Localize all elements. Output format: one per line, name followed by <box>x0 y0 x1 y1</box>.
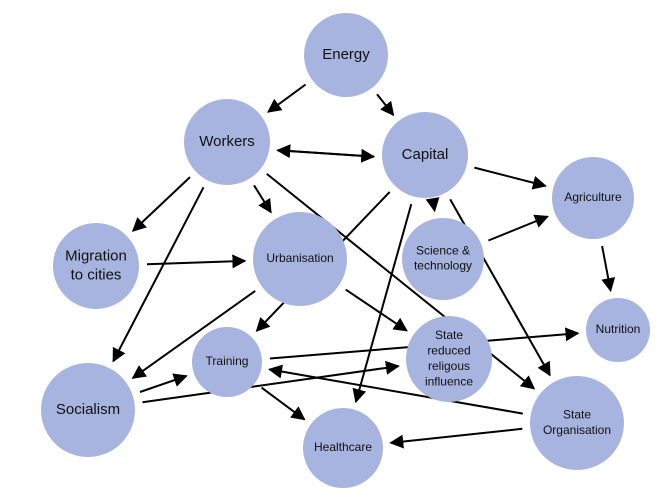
node-agriculture: Agriculture <box>552 157 634 239</box>
arrow-energy-to-capital <box>376 93 395 117</box>
node-circle <box>530 376 624 470</box>
node-label: Workers <box>199 133 255 150</box>
node-circle <box>304 13 388 97</box>
arrow-capital-to-healthcare <box>352 203 413 404</box>
node-healthcare: Healthcare <box>303 408 383 488</box>
nodes-layer: EnergyWorkersCapitalAgricultureMigration… <box>41 13 650 488</box>
arrow-workers-to-socialism <box>112 186 205 363</box>
node-label: influence <box>425 374 473 388</box>
node-urbanisation: Urbanisation <box>253 212 347 306</box>
arrow-state-org-to-healthcare <box>389 427 523 449</box>
arrow-urbanisation-to-state-religion <box>345 288 408 332</box>
arrow-agriculture-to-nutrition <box>601 245 616 293</box>
node-circle <box>586 298 650 362</box>
node-circle <box>253 212 347 306</box>
node-label: Capital <box>402 146 449 163</box>
node-energy: Energy <box>304 13 388 97</box>
node-circle <box>406 316 492 402</box>
node-circle <box>184 99 270 185</box>
node-socialism: Socialism <box>41 363 135 457</box>
arrow-state-org-to-training <box>268 364 523 415</box>
node-label: Energy <box>322 46 370 63</box>
node-science: Science &technology <box>402 218 484 300</box>
node-label: Organisation <box>543 423 611 437</box>
node-circle <box>41 363 135 457</box>
arrow-workers-to-migration <box>131 176 191 232</box>
arrow-socialism-to-state-religion <box>142 360 400 404</box>
node-label: Socialism <box>56 401 120 418</box>
node-training: Training <box>192 327 262 397</box>
arrow-urbanisation-to-socialism <box>131 290 256 379</box>
arrow-capital-to-agriculture <box>474 166 547 190</box>
node-label: Nutrition <box>596 322 641 336</box>
node-label: Migration <box>65 247 127 264</box>
arrow-energy-to-workers <box>267 83 307 113</box>
node-label: State <box>563 407 591 421</box>
node-label: State <box>435 328 463 342</box>
arrow-socialism-to-training <box>139 373 188 393</box>
node-circle <box>402 218 484 300</box>
node-circle <box>192 327 262 397</box>
node-circle <box>53 223 139 309</box>
node-workers: Workers <box>184 99 270 185</box>
node-label: reduced <box>427 343 470 357</box>
node-circle <box>303 408 383 488</box>
node-label: Healthcare <box>314 440 372 454</box>
node-circle <box>382 112 468 198</box>
arrow-science-to-agriculture <box>488 214 549 242</box>
node-nutrition: Nutrition <box>586 298 650 362</box>
node-label: Agriculture <box>564 190 622 204</box>
node-label: to cities <box>71 266 122 283</box>
node-migration: Migration to cities <box>53 223 139 309</box>
node-label: Science & <box>416 244 470 258</box>
arrow-migration-to-urbanisation <box>146 254 247 269</box>
node-label: religous <box>428 359 470 373</box>
node-label: technology <box>414 259 472 273</box>
arrow-capital-to-science <box>425 197 440 213</box>
arrow-workers-to-urbanisation <box>253 184 272 214</box>
node-label: Training <box>206 354 249 368</box>
node-circle <box>552 157 634 239</box>
node-capital: Capital <box>382 112 468 198</box>
arrow-capital-to-workers <box>276 144 374 159</box>
node-label: Urbanisation <box>266 251 333 265</box>
arrow-training-to-healthcare <box>260 386 306 421</box>
